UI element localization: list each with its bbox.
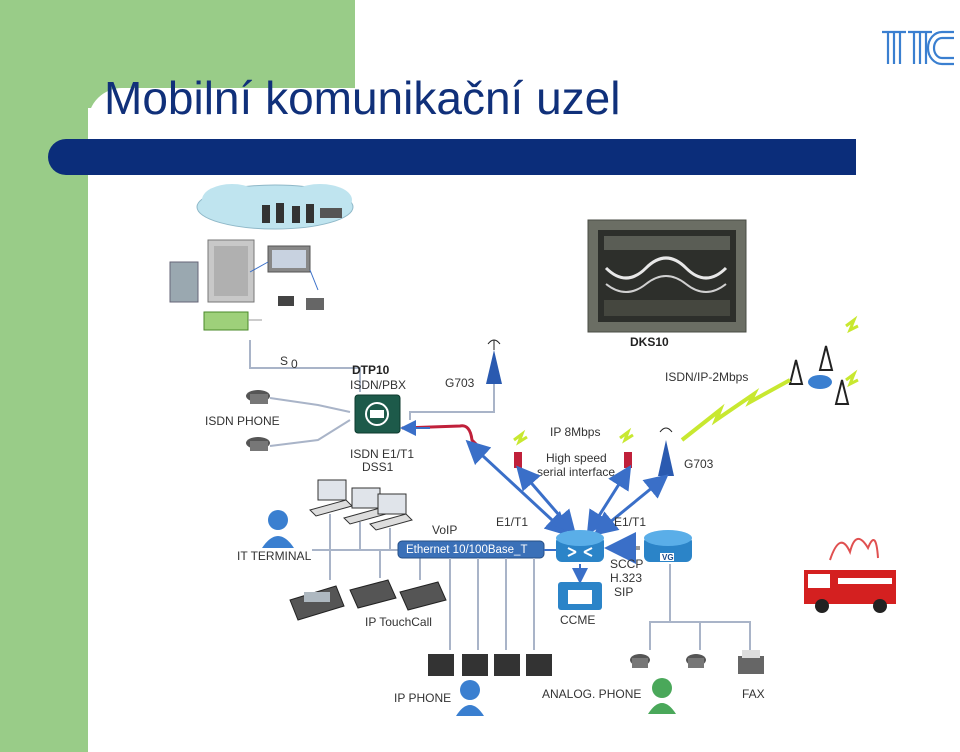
slide-title: Mobilní komunikační uzel	[104, 72, 621, 124]
ttc-logo	[882, 30, 954, 66]
sip-label: SIP	[614, 585, 633, 599]
dks10-chassis	[587, 219, 747, 333]
title-underline-bar	[48, 139, 856, 175]
s0-label: S	[280, 354, 288, 368]
radio-right-icon	[624, 452, 632, 468]
isdn-phone-top-icon	[246, 390, 270, 404]
isdn-phone-link-bottom	[269, 419, 351, 447]
vg-label: VG	[662, 553, 674, 562]
antenna-left-icon	[486, 339, 502, 384]
vg-router-icon	[644, 530, 692, 562]
ccme-server-icon	[558, 582, 602, 610]
ethernet-label: Ethernet 10/100Base_T	[406, 544, 527, 556]
laptop-icons	[309, 479, 413, 531]
high-speed-label: High speed	[546, 451, 607, 465]
fax-icon	[738, 650, 764, 674]
ip-touchcall-phones-icon	[289, 579, 447, 621]
analog-phone-label: ANALOG. PHONE	[542, 687, 641, 701]
sccp-label: SCCP	[610, 557, 643, 571]
voip-label: VoIP	[432, 523, 457, 537]
analog-phone-2-icon	[686, 654, 706, 668]
main-router-icon	[556, 530, 604, 562]
isdn-phone-link-top	[269, 397, 351, 413]
analog-user-icon	[648, 678, 676, 714]
it-terminal-user-icon	[262, 510, 294, 548]
fax-label: FAX	[742, 687, 765, 701]
remote-antennas-icon	[788, 315, 859, 405]
link-g703-right	[593, 474, 669, 536]
ip-phone-user-icon	[456, 680, 484, 716]
ip-8mbps-label: IP 8Mbps	[550, 425, 600, 439]
wireless-link-2mbps	[680, 378, 791, 442]
accent-sidebar	[0, 0, 88, 752]
e1t1-right-label: E1/T1	[614, 515, 646, 529]
ip-touchcall-label: IP TouchCall	[365, 615, 432, 629]
isdn-pbx-label: ISDN/PBX	[350, 378, 406, 392]
g703-right-label: G703	[684, 457, 714, 471]
fire-truck-icon	[804, 538, 896, 613]
isdn-phone-bottom-icon	[246, 437, 270, 451]
ccme-label: CCME	[560, 613, 595, 627]
link-radio-left	[516, 465, 576, 535]
g703-left-label: G703	[445, 376, 475, 390]
serial-interface-label: serial interface	[537, 465, 615, 479]
antenna-right-icon	[658, 427, 674, 476]
inset-network-picture	[169, 184, 354, 331]
isdn-ip-label: ISDN/IP-2Mbps	[665, 370, 748, 384]
isdn-e1t1-label: ISDN E1/T1	[350, 447, 414, 461]
analog-phone-1-icon	[630, 654, 650, 668]
g703-left-link	[409, 384, 495, 420]
ip-phones-icon	[428, 654, 552, 676]
dss1-label: DSS1	[362, 460, 394, 474]
e1t1-left-label: E1/T1	[496, 515, 528, 529]
bolt-right-icon	[619, 427, 634, 444]
e1-red-link	[401, 424, 482, 450]
h323-label: H.323	[610, 571, 642, 585]
it-terminal-label: IT TERMINAL	[237, 549, 312, 563]
dks10-label: DKS10	[630, 335, 669, 349]
isdn-phone-label: ISDN PHONE	[205, 414, 280, 428]
s0-link	[249, 340, 361, 392]
radio-left-icon	[514, 452, 522, 468]
bolt-left-icon	[513, 429, 528, 446]
ip-phone-label: IP PHONE	[394, 691, 451, 705]
dtp10-label: DTP10	[352, 363, 390, 377]
s0-sub-label: 0	[291, 357, 298, 371]
